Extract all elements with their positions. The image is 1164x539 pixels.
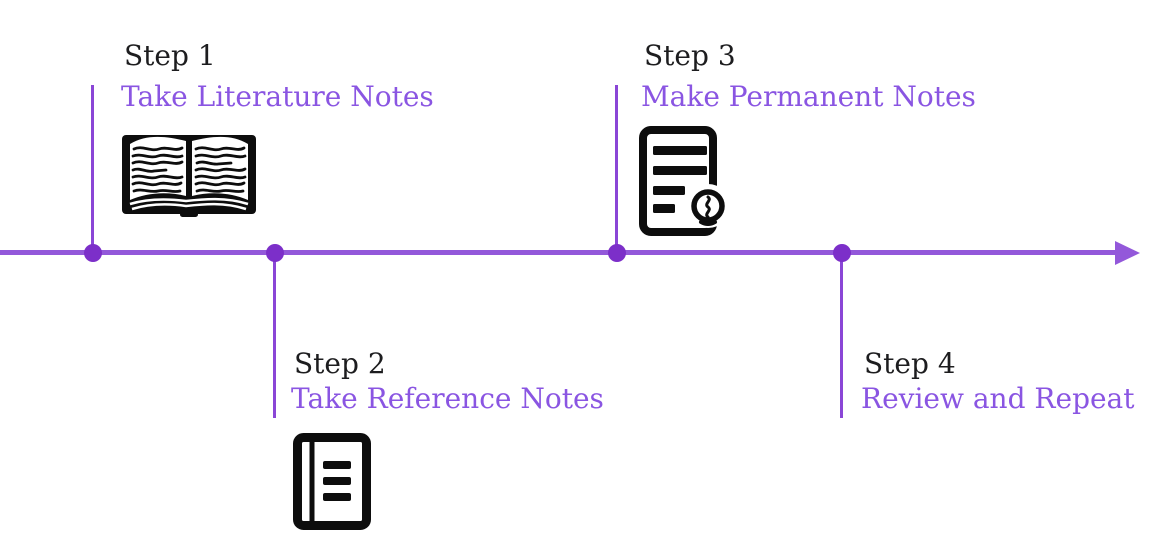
step1-milestone-dot <box>84 244 102 262</box>
step3-milestone-dot <box>608 244 626 262</box>
step4-label: Step 4 <box>864 347 956 380</box>
timeline-axis-line <box>0 250 1118 255</box>
step1-label: Step 1 <box>124 39 216 72</box>
step1-description: Take Literature Notes <box>121 80 434 113</box>
step2-milestone-dot <box>266 244 284 262</box>
step3-label: Step 3 <box>644 39 736 72</box>
step2-label: Step 2 <box>294 347 386 380</box>
step2-description: Take Reference Notes <box>291 382 604 415</box>
step1-connector-line <box>91 85 94 245</box>
notebook-icon <box>293 433 371 530</box>
step4-milestone-dot <box>833 244 851 262</box>
step4-connector-line <box>840 261 843 418</box>
step3-description: Make Permanent Notes <box>641 80 976 113</box>
document-lightbulb-icon <box>639 126 725 236</box>
step2-connector-line <box>273 261 276 418</box>
step4-description: Review and Repeat <box>861 382 1135 415</box>
timeline-arrowhead-icon <box>1115 241 1140 265</box>
open-book-icon <box>122 135 256 217</box>
step3-connector-line <box>615 85 618 245</box>
